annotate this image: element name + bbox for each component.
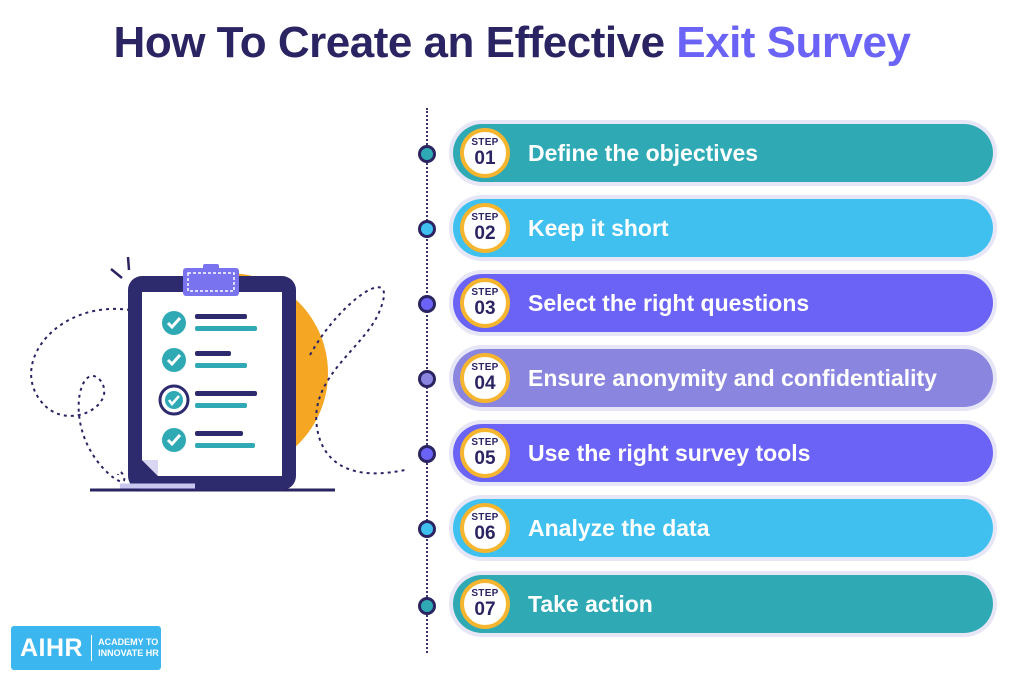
step-label: STEP [471,137,499,148]
step-bar: STEP 07 Take action [453,575,993,633]
clipboard-icon [30,256,406,492]
step-number: 04 [474,373,496,394]
step-bar: STEP 05 Use the right survey tools [453,424,993,482]
timeline-dot [418,597,436,615]
logo-mark: AIHR [20,633,84,662]
step-badge: STEP 03 [460,278,510,328]
timeline-dot [418,295,436,313]
logo-tagline-line1: ACADEMY TO [98,637,159,647]
aihr-logo: AIHR ACADEMY TO INNOVATE HR [11,626,161,670]
timeline-dot [418,370,436,388]
step-bar: STEP 01 Define the objectives [453,124,993,182]
timeline-dot [418,445,436,463]
step-text: Keep it short [528,214,669,241]
step-number: 02 [474,223,496,244]
step-text: Ensure anonymity and confidentiality [528,364,937,391]
step-bar: STEP 03 Select the right questions [453,274,993,332]
step-07: STEP 07 Take action [449,571,997,637]
logo-tagline-line2: INNOVATE HR [98,648,159,658]
clipboard-illustration [20,240,420,510]
step-badge: STEP 07 [460,579,510,629]
title-accent: Exit Survey [676,18,911,67]
title-main: How To Create an Effective [113,18,677,67]
step-02: STEP 02 Keep it short [449,195,997,261]
step-text: Take action [528,590,653,617]
step-04: STEP 04 Ensure anonymity and confidentia… [449,345,997,411]
step-label: STEP [471,437,499,448]
step-text: Analyze the data [528,514,710,541]
timeline-dot [418,520,436,538]
step-text: Define the objectives [528,139,759,166]
step-text: Select the right questions [528,289,810,316]
step-bar: STEP 02 Keep it short [453,199,993,257]
step-number: 07 [474,599,496,620]
step-text: Use the right survey tools [528,439,811,466]
step-badge: STEP 02 [460,203,510,253]
step-badge: STEP 01 [460,128,510,178]
step-label: STEP [471,362,499,373]
step-number: 06 [474,523,496,544]
step-bar: STEP 04 Ensure anonymity and confidentia… [453,349,993,407]
logo-tagline: ACADEMY TO INNOVATE HR [98,637,159,659]
step-badge: STEP 04 [460,353,510,403]
timeline-dot [418,145,436,163]
step-number: 05 [474,448,496,469]
step-label: STEP [471,212,499,223]
step-number: 01 [474,148,496,169]
step-01: STEP 01 Define the objectives [449,120,997,186]
step-06: STEP 06 Analyze the data [449,495,997,561]
step-badge: STEP 05 [460,428,510,478]
step-number: 03 [474,298,496,319]
step-05: STEP 05 Use the right survey tools [449,420,997,486]
logo-divider [91,635,93,661]
step-label: STEP [471,287,499,298]
step-label: STEP [471,588,499,599]
step-bar: STEP 06 Analyze the data [453,499,993,557]
step-badge: STEP 06 [460,503,510,553]
timeline-dot [418,220,436,238]
page-title: How To Create an Effective Exit Survey [0,18,1024,68]
step-label: STEP [471,512,499,523]
step-03: STEP 03 Select the right questions [449,270,997,336]
